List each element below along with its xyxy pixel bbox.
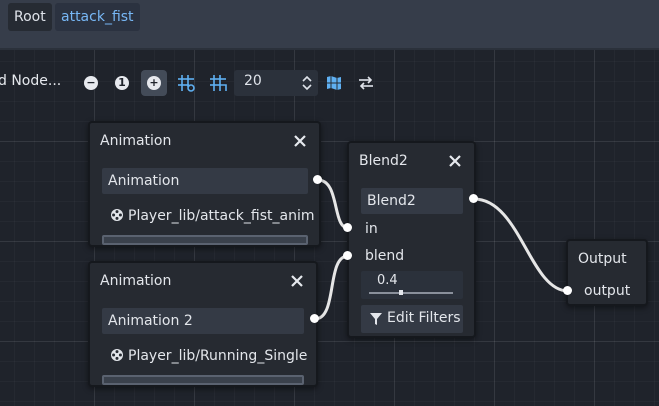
node-name-field[interactable]: Blend2	[361, 188, 463, 214]
animation-node-2[interactable]: Animation Animation 2 Player_lib/Running…	[88, 261, 318, 387]
close-icon[interactable]	[288, 272, 306, 290]
port-blend-label: blend	[365, 248, 405, 264]
output-port-blend2[interactable]	[469, 194, 478, 203]
animation-resource[interactable]: Player_lib/Running_Single	[110, 348, 307, 364]
input-port-blend[interactable]	[343, 251, 352, 260]
minimap-icon	[327, 76, 341, 90]
output-port-animation[interactable]	[313, 175, 322, 184]
node-title: Blend2	[359, 153, 408, 169]
port-in-label: in	[365, 221, 378, 237]
node-title: Animation	[100, 273, 172, 289]
animation-node[interactable]: Animation Animation Player_lib/attack_fi…	[88, 121, 321, 247]
slider-track	[369, 292, 453, 294]
animation-resource[interactable]: Player_lib/attack_fist_anim	[110, 208, 314, 224]
node-title: Animation	[100, 133, 172, 149]
grid-snap-icon	[178, 75, 195, 92]
slider-grabber[interactable]	[399, 290, 403, 295]
node-name-field[interactable]: Animation 2	[102, 308, 304, 334]
grid-toggle-icon	[210, 75, 227, 91]
playback-bar	[102, 375, 304, 385]
blend2-node[interactable]: Blend2 Blend2 in blend 0.4 Edit Filters	[347, 141, 476, 338]
filter-icon	[370, 313, 382, 325]
zoom-reset-button[interactable]: 1	[109, 70, 135, 96]
animation-resource-label: Player_lib/attack_fist_anim	[128, 208, 315, 224]
input-port-in[interactable]	[343, 223, 352, 232]
output-node[interactable]: Output output	[566, 239, 648, 306]
top-bar: Root attack_fist	[0, 0, 659, 50]
add-node-button[interactable]: d Node...	[0, 73, 62, 89]
playback-bar	[102, 235, 308, 245]
arrange-icon	[359, 76, 373, 90]
input-port-output[interactable]	[563, 286, 572, 295]
snap-distance-spinbox[interactable]: 20	[234, 70, 318, 96]
blend-amount-slider[interactable]: 0.4	[361, 271, 463, 299]
blend-amount-value: 0.4	[377, 273, 398, 288]
animation-reel-icon	[111, 209, 123, 221]
animation-resource-label: Player_lib/Running_Single	[128, 348, 308, 364]
port-output-label: output	[584, 283, 631, 299]
animation-reel-icon	[111, 349, 123, 361]
edit-filters-button[interactable]: Edit Filters	[361, 305, 463, 333]
grid-snap-button[interactable]	[173, 70, 199, 96]
zoom-reset-icon: 1	[115, 76, 129, 90]
node-name-field[interactable]: Animation	[102, 168, 308, 194]
spin-arrows-icon[interactable]	[302, 75, 312, 91]
breadcrumb-current[interactable]: attack_fist	[55, 3, 140, 31]
arrange-nodes-button[interactable]	[353, 70, 379, 96]
zoom-out-button[interactable]: −	[78, 70, 104, 96]
grid-toggle-button[interactable]	[205, 70, 231, 96]
zoom-out-icon: −	[84, 76, 98, 90]
node-title: Output	[578, 251, 627, 267]
minimap-button[interactable]	[321, 70, 347, 96]
breadcrumb-root[interactable]: Root	[8, 3, 52, 31]
zoom-in-icon: +	[147, 76, 161, 90]
edit-filters-label: Edit Filters	[387, 310, 461, 326]
zoom-in-button[interactable]: +	[141, 70, 167, 96]
close-icon[interactable]	[291, 132, 309, 150]
close-icon[interactable]	[446, 152, 464, 170]
snap-distance-value: 20	[244, 73, 262, 89]
output-port-animation-2[interactable]	[310, 314, 319, 323]
